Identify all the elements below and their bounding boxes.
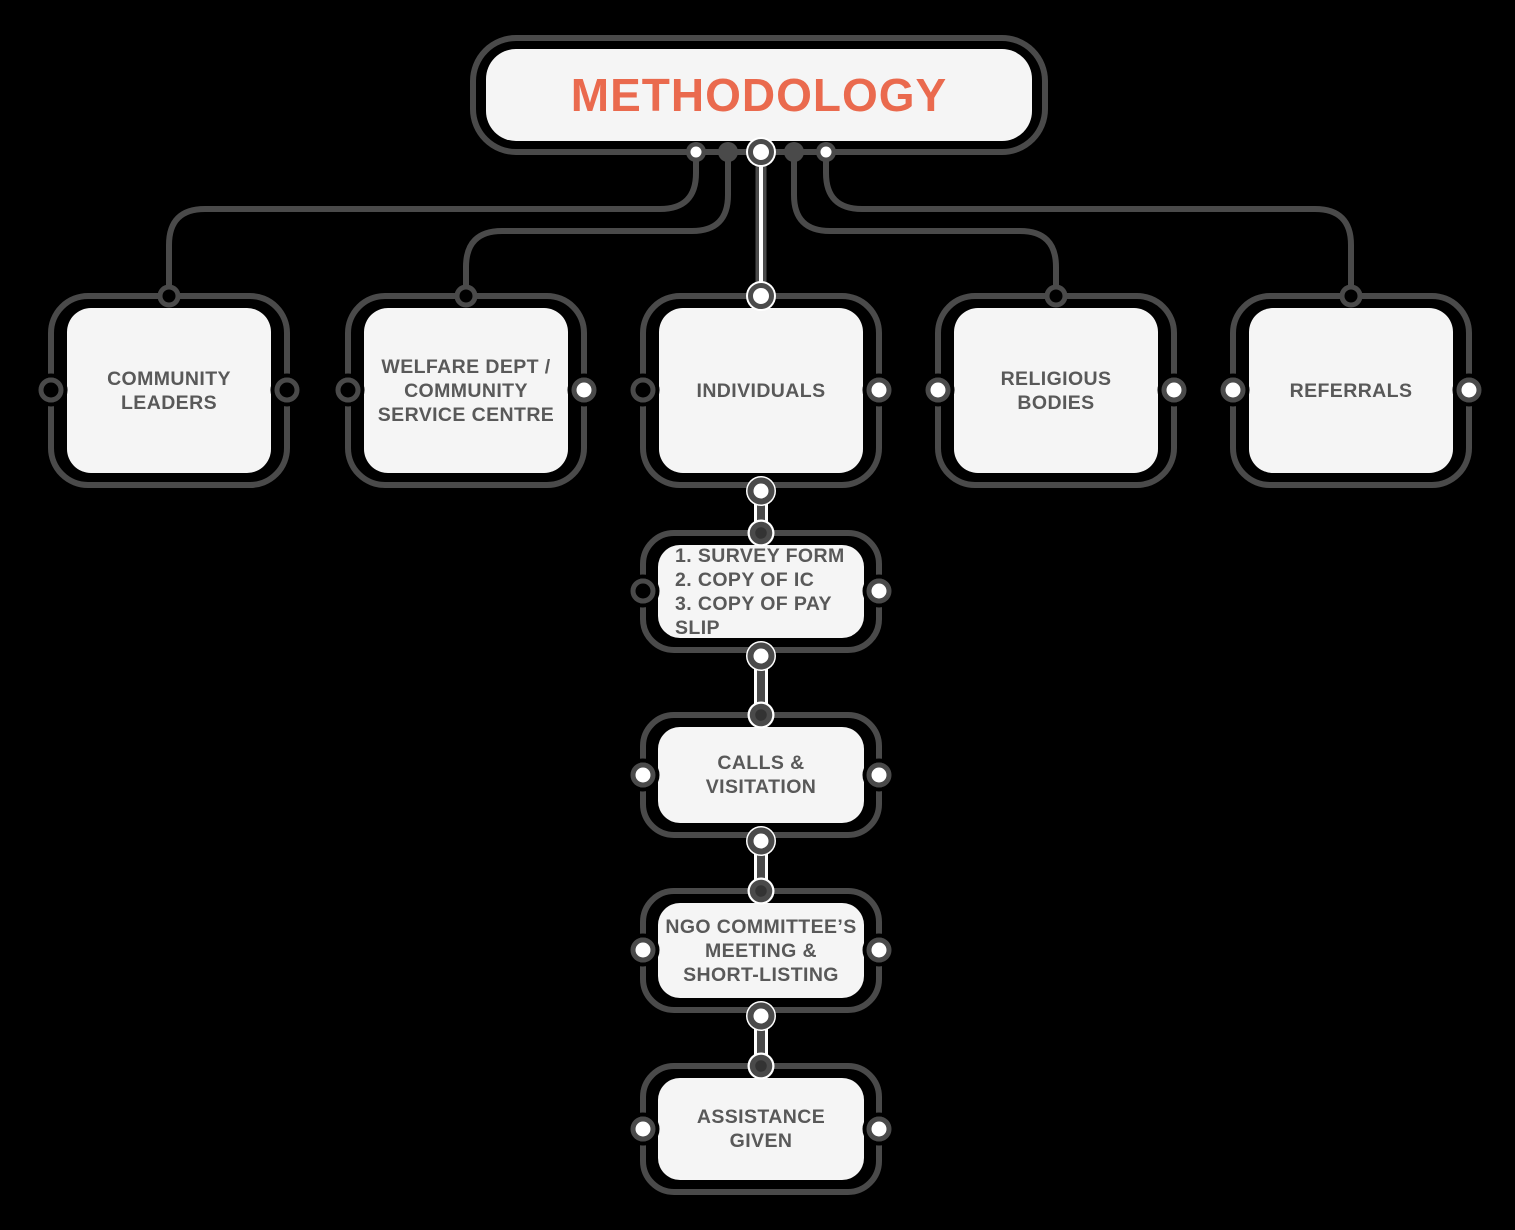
node-methodology: METHODOLOGY xyxy=(470,35,1048,155)
node-label: NGO COMMITTEE’S MEETING & SHORT-LISTING xyxy=(665,915,857,986)
node-fill: RELIGIOUS BODIES xyxy=(954,308,1158,473)
node-individuals: INDIVIDUALS xyxy=(640,293,882,488)
node-referrals: REFERRALS xyxy=(1230,293,1472,488)
diagram-title: METHODOLOGY xyxy=(570,69,948,121)
node-required-documents: 1. SURVEY FORM 2. COPY OF IC 3. COPY OF … xyxy=(640,530,882,653)
node-label: CALLS & VISITATION xyxy=(705,752,817,798)
branch-connectors xyxy=(166,152,1354,296)
node-label: RELIGIOUS BODIES xyxy=(1000,367,1112,414)
node-fill: ASSISTANCE GIVEN xyxy=(658,1078,864,1180)
node-religious-bodies: RELIGIOUS BODIES xyxy=(935,293,1177,488)
node-ngo-committee: NGO COMMITTEE’S MEETING & SHORT-LISTING xyxy=(640,888,882,1013)
node-label: COMMUNITY LEADERS xyxy=(107,367,231,414)
node-fill: WELFARE DEPT / COMMUNITY SERVICE CENTRE xyxy=(364,308,568,473)
connector-to-individuals xyxy=(746,137,776,311)
node-community-leaders: COMMUNITY LEADERS xyxy=(48,293,290,488)
node-label: ASSISTANCE GIVEN xyxy=(696,1106,826,1152)
node-label: 1. SURVEY FORM 2. COPY OF IC 3. COPY OF … xyxy=(675,544,845,639)
node-fill: COMMUNITY LEADERS xyxy=(67,308,271,473)
chain-side-ports xyxy=(626,574,896,1146)
node-label: INDIVIDUALS xyxy=(696,379,826,402)
node-label: REFERRALS xyxy=(1289,379,1413,402)
node-fill: REFERRALS xyxy=(1249,308,1453,473)
connector-to-religious-bodies xyxy=(791,152,1059,296)
node-welfare-dept: WELFARE DEPT / COMMUNITY SERVICE CENTRE xyxy=(345,293,587,488)
node-fill: CALLS & VISITATION xyxy=(658,727,864,823)
node-label: WELFARE DEPT / COMMUNITY SERVICE CENTRE xyxy=(377,355,555,426)
node-assistance-given: ASSISTANCE GIVEN xyxy=(640,1063,882,1195)
node-fill: NGO COMMITTEE’S MEETING & SHORT-LISTING xyxy=(658,903,864,998)
node-fill: 1. SURVEY FORM 2. COPY OF IC 3. COPY OF … xyxy=(658,544,864,639)
node-calls-visitation: CALLS & VISITATION xyxy=(640,712,882,838)
connector-to-referrals xyxy=(823,152,1354,296)
connector-to-welfare-dept xyxy=(463,152,731,296)
node-methodology-fill: METHODOLOGY xyxy=(486,49,1032,141)
connector-to-community-leaders xyxy=(166,152,699,296)
node-fill: INDIVIDUALS xyxy=(659,308,863,473)
